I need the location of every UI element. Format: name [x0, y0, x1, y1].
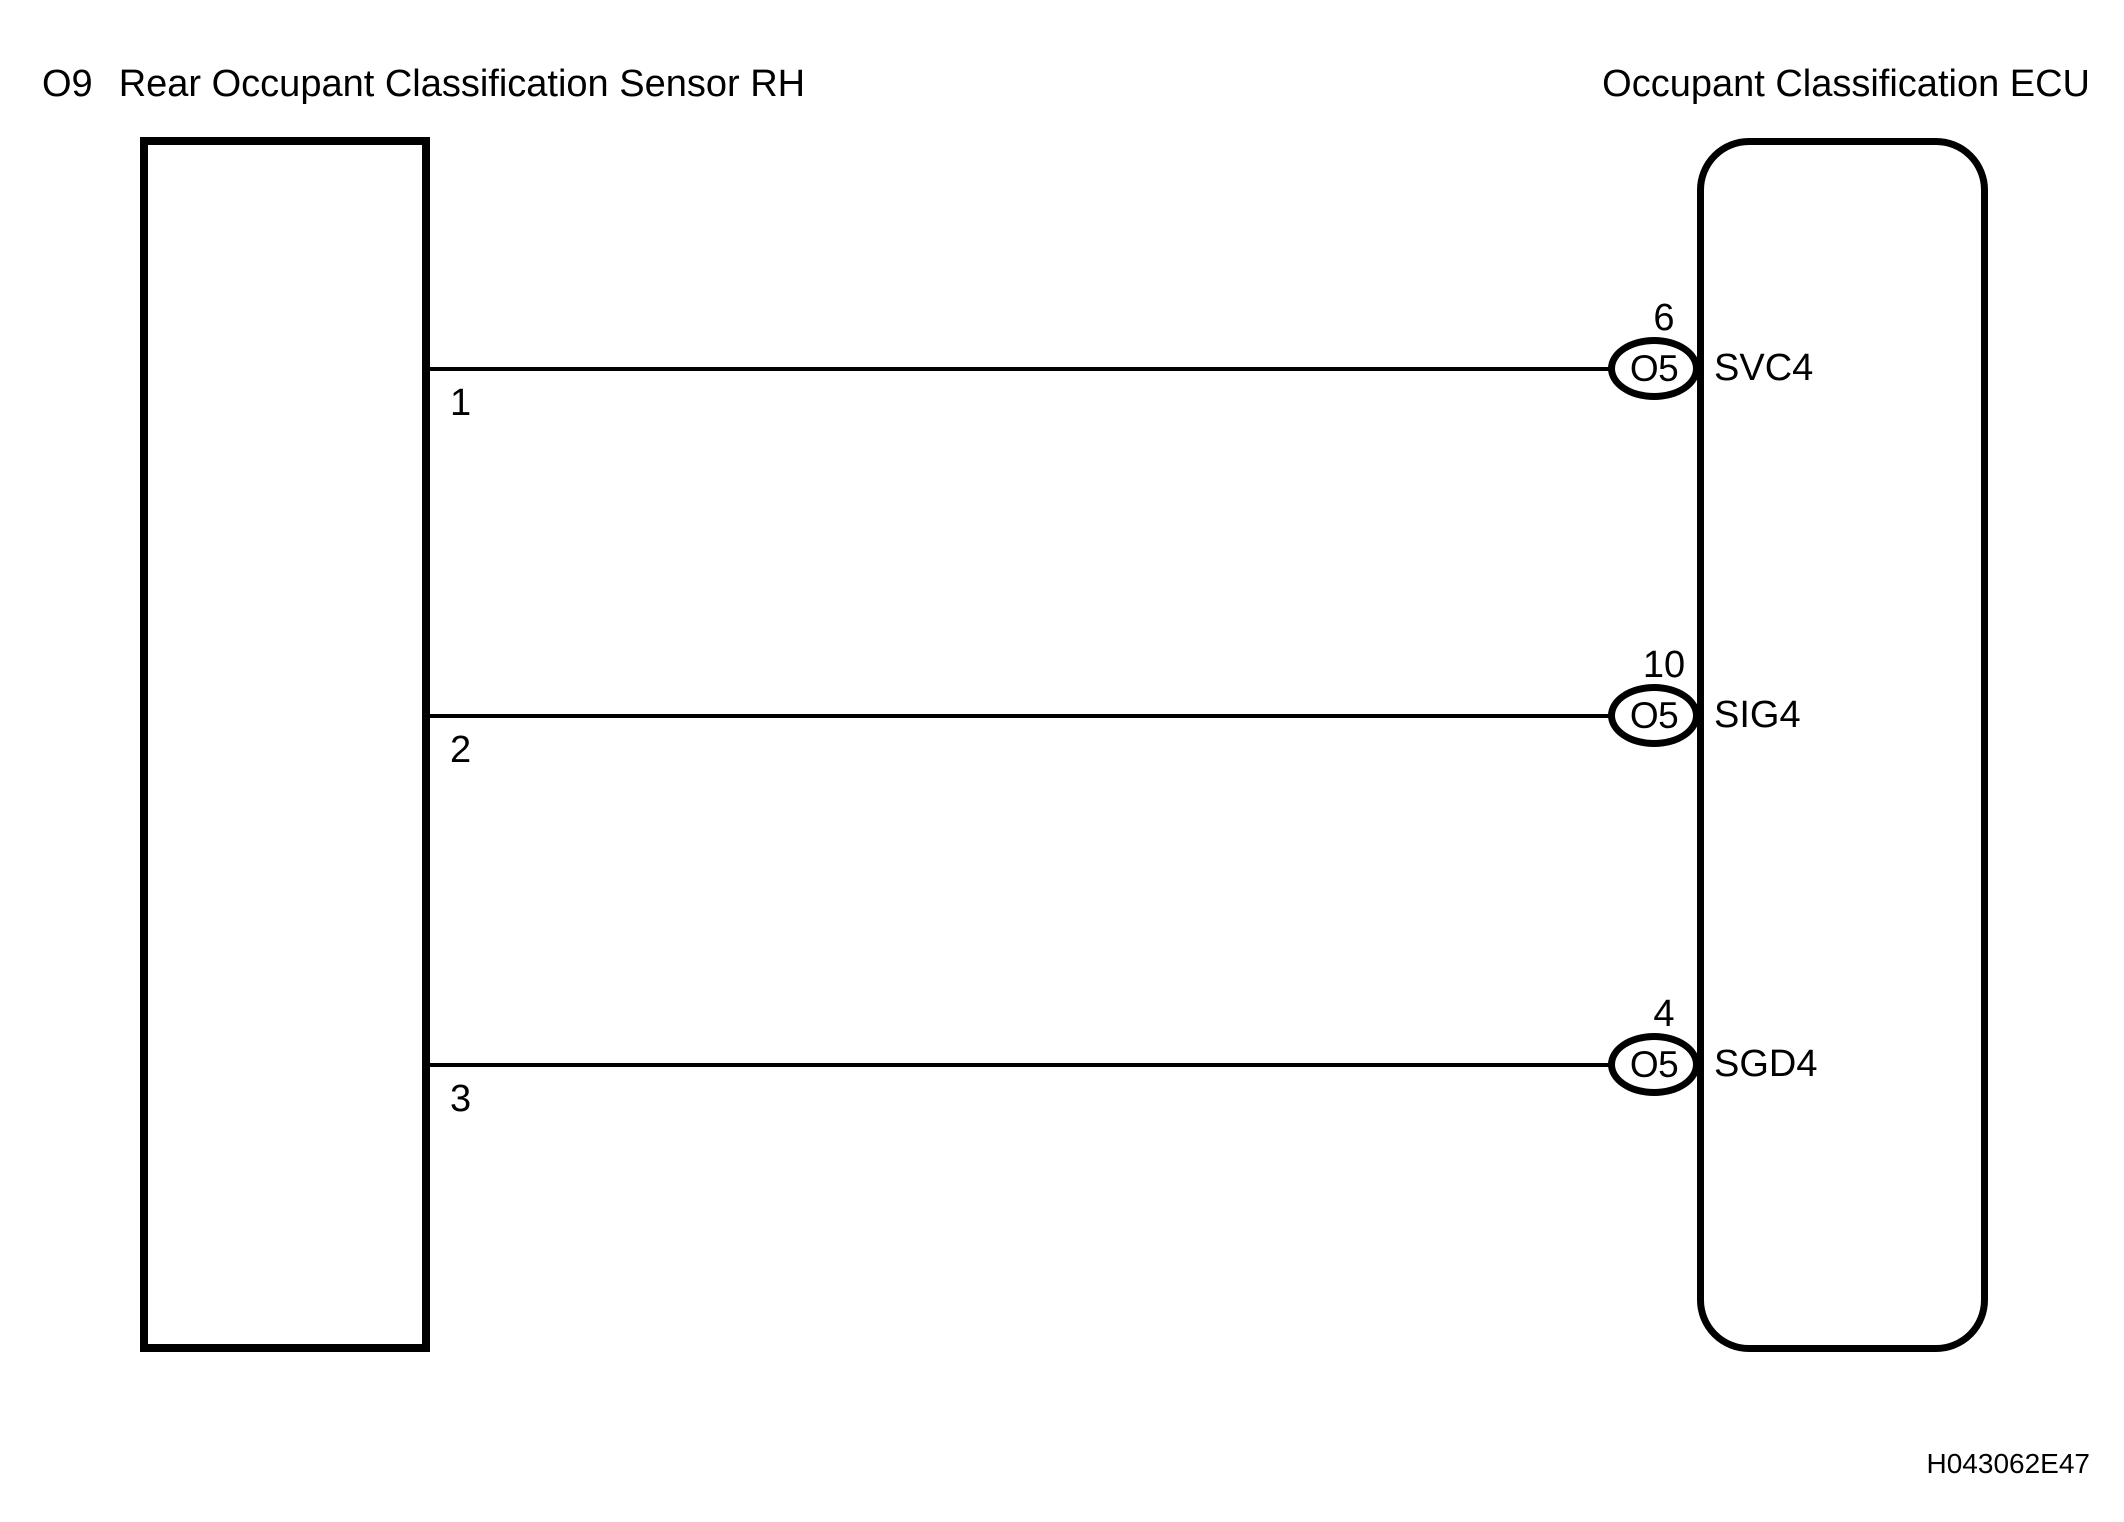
ecu-title: Occupant Classification ECU — [1602, 63, 2090, 105]
connector-oval-sgd4: O5 — [1608, 1033, 1700, 1096]
connector-oval-sig4: O5 — [1608, 684, 1700, 747]
signal-label-sgd4: SGD4 — [1714, 1043, 1818, 1085]
ecu-box — [1697, 138, 1988, 1352]
connector-oval-svc4: O5 — [1608, 337, 1700, 400]
sensor-connector-code: O9 — [42, 63, 93, 105]
connector-oval-label-sig4: O5 — [1629, 695, 1679, 736]
wire-sgd4 — [430, 1063, 1610, 1067]
ecu-pin-number-svc4: 6 — [1653, 297, 1675, 339]
wire-sig4 — [430, 714, 1610, 718]
wire-svc4 — [430, 367, 1610, 371]
figure-reference-code: H043062E47 — [1926, 1448, 2090, 1479]
sensor-pin-2: 2 — [450, 729, 472, 771]
ecu-pin-number-sig4: 10 — [1642, 644, 1686, 686]
sensor-title-label: Rear Occupant Classification Sensor RH — [118, 63, 806, 105]
signal-label-svc4: SVC4 — [1714, 347, 1814, 389]
connector-oval-label-svc4: O5 — [1629, 348, 1679, 389]
sensor-connector-box — [140, 137, 430, 1352]
sensor-pin-1: 1 — [450, 382, 472, 424]
sensor-title: O9 Rear Occupant Classification Sensor RH — [42, 62, 805, 106]
sensor-pin-3: 3 — [450, 1078, 472, 1120]
connector-oval-label-sgd4: O5 — [1629, 1044, 1679, 1085]
signal-label-sig4: SIG4 — [1714, 694, 1801, 736]
ecu-pin-number-sgd4: 4 — [1653, 993, 1675, 1035]
